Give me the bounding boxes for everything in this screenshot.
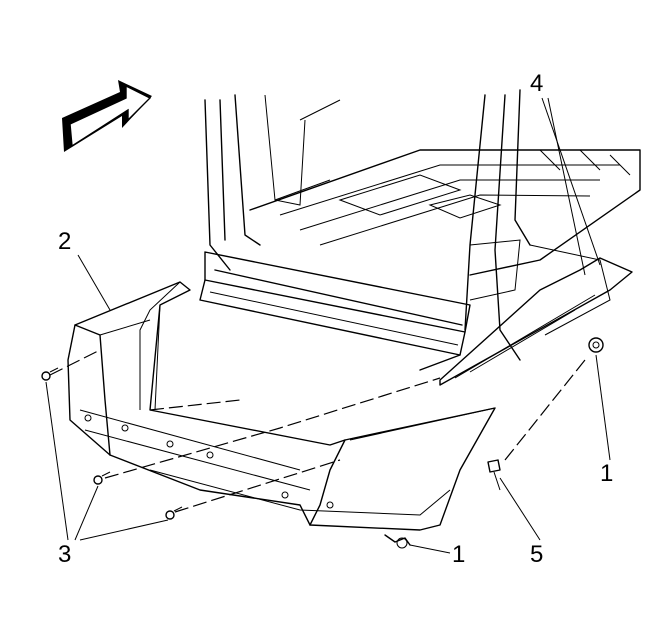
fastener-nut-upper-icon xyxy=(588,337,604,353)
callout-1-lower-label: 1 xyxy=(452,541,466,568)
fastener-screw-5-icon xyxy=(487,459,501,491)
alignment-lines xyxy=(49,349,586,513)
callout-5-label: 5 xyxy=(530,541,544,568)
callout-3-label: 3 xyxy=(58,541,72,568)
rear-bumper-fascia xyxy=(67,281,496,531)
callout-1-upper-label: 1 xyxy=(600,460,614,487)
front-direction-arrow-icon xyxy=(62,80,152,152)
callout-2-label: 2 xyxy=(58,228,72,255)
vehicle-body-rear xyxy=(199,89,641,386)
callout-4-label: 4 xyxy=(530,70,544,97)
fastener-push-pin-left-icon xyxy=(41,367,59,381)
fastener-push-pin-middle-icon xyxy=(93,471,111,485)
leader-lines xyxy=(45,97,611,554)
fastener-push-pin-lower-icon xyxy=(165,506,183,520)
fastener-nut-lower-icon xyxy=(384,534,411,549)
